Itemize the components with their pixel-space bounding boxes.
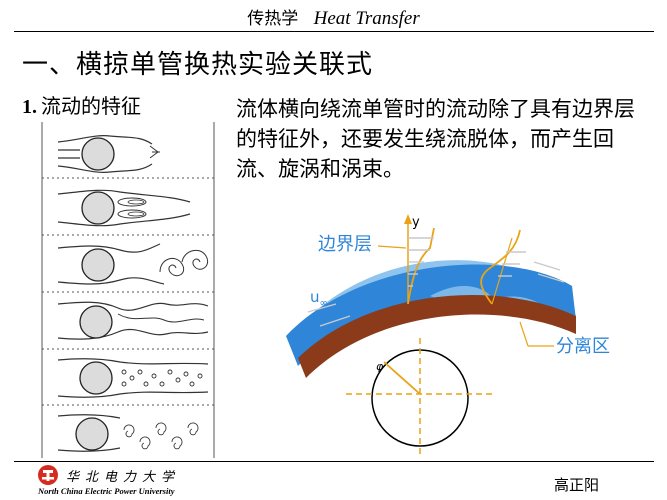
separation-zone-label: 分离区 <box>556 336 610 357</box>
page-header: 传热学 Heat Transfer <box>0 4 667 30</box>
y-axis-label: y <box>412 215 420 230</box>
flow-band <box>286 264 576 366</box>
angle-radius-line <box>383 361 421 395</box>
u-infinity-label: u∞ <box>310 288 328 309</box>
flow-panel-shedding <box>57 243 208 285</box>
section-heading: 1.流动的特征 <box>22 90 141 119</box>
header-divider <box>14 31 654 32</box>
cylinder-wall <box>298 295 576 378</box>
header-title-en: Heat Transfer <box>313 8 420 29</box>
velocity-arrows-1 <box>408 237 434 287</box>
boundary-layer-diagram: φ y 边界层 u∞ 分离区 <box>286 214 610 456</box>
flow-panel-turbulent <box>57 358 209 398</box>
section-number: 1. <box>22 96 37 118</box>
university-name-cn: 华北电力大学 <box>66 470 181 485</box>
university-name-en: North China Electric Power University <box>38 486 175 496</box>
free-stream-arrows <box>307 261 565 327</box>
slide-title: 一、横掠单管换热实验关联式 <box>22 50 374 80</box>
body-paragraph: 流体横向绕流单管时的流动除了具有边界层的特征外，还要发生绕流脱体，而产生回流、旋… <box>236 97 635 181</box>
velocity-profile-2 <box>480 229 521 305</box>
flow-panel-wavy-wake <box>57 301 209 340</box>
flow-panel-vortex-street <box>57 414 199 452</box>
header-title-cn: 传热学 <box>247 9 299 29</box>
footer-divider <box>14 461 654 462</box>
flow-panel-twin-vortex <box>57 189 191 227</box>
phi-label: φ <box>376 360 384 373</box>
velocity-profile-1 <box>407 227 435 305</box>
velocity-arrows-2 <box>498 251 526 277</box>
flow-pattern-figures <box>41 122 215 458</box>
boundary-layer-label: 边界层 <box>318 234 372 255</box>
section-text: 流动的特征 <box>41 94 141 118</box>
author-name: 高正阳 <box>554 476 600 494</box>
flow-panel-attached <box>57 135 160 173</box>
university-logo <box>38 465 58 485</box>
